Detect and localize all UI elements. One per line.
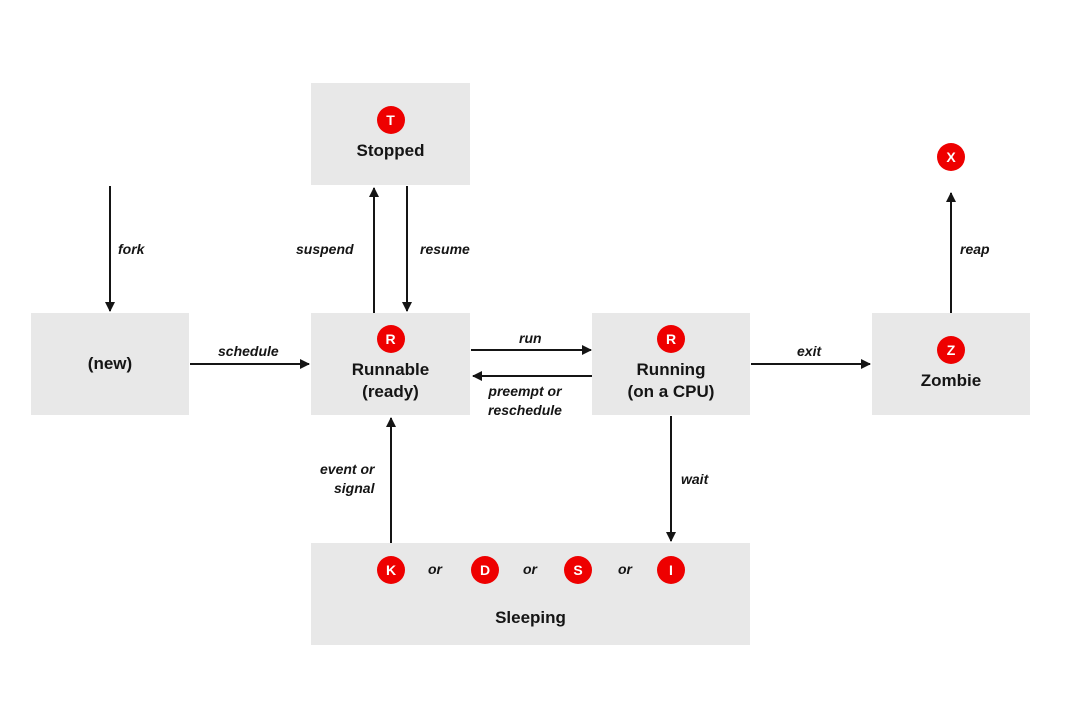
preempt-label-line2: reschedule [488, 402, 562, 418]
sleeping-badge-i: I [657, 556, 685, 584]
wait-label: wait [681, 471, 709, 487]
sleeping-or-1: or [428, 561, 442, 577]
preempt-label-line1: preempt or [488, 383, 562, 399]
state-zombie-label: Zombie [920, 371, 982, 390]
state-runnable: R Runnable (ready) [311, 313, 470, 415]
state-zombie: Z Zombie [872, 313, 1030, 415]
state-running-label-line2: (on a CPU) [627, 382, 715, 401]
resume-label: resume [420, 241, 470, 257]
state-new-label: (new) [87, 354, 133, 373]
state-new: (new) [31, 313, 189, 415]
state-stopped-badge: T [376, 106, 405, 134]
sleeping-or-3: or [618, 561, 632, 577]
state-runnable-label-line1: Runnable [351, 360, 430, 379]
sleeping-badge-s: S [564, 556, 592, 584]
state-zombie-badge: Z [937, 336, 965, 364]
state-stopped: T Stopped [311, 83, 470, 185]
state-runnable-label-line2: (ready) [362, 382, 419, 401]
state-running: R Running (on a CPU) [592, 313, 750, 415]
state-running-label-line1: Running [636, 360, 706, 379]
state-sleeping-label: Sleeping [495, 608, 566, 627]
preempt-label: preempt or reschedule [488, 382, 562, 420]
sleeping-badges: K or D or S or I [375, 556, 695, 586]
sleeping-or-2: or [523, 561, 537, 577]
exit-label: exit [797, 343, 822, 359]
sleeping-badge-k: K [377, 556, 405, 584]
event-label-line2: signal [334, 480, 375, 496]
fork-label: fork [118, 241, 145, 257]
suspend-label: suspend [296, 241, 354, 257]
state-running-badge: R [657, 325, 685, 353]
event-label: event or signal [320, 460, 374, 498]
event-label-line1: event or [320, 461, 375, 477]
state-runnable-badge: R [376, 325, 405, 353]
run-label: run [519, 330, 542, 346]
schedule-label: schedule [218, 343, 279, 359]
sleeping-badge-d: D [471, 556, 499, 584]
state-stopped-label: Stopped [356, 141, 425, 160]
reap-label: reap [960, 241, 990, 257]
state-dead-badge: X [937, 143, 965, 171]
